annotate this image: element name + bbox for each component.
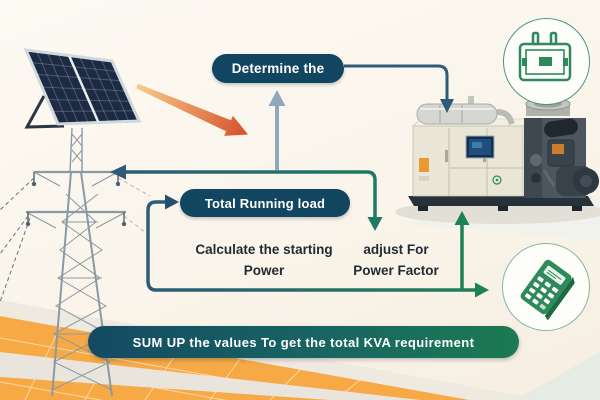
calc-starting-power-text: Calculate the starting Power [178, 239, 350, 281]
arrow-up-to-generator [454, 211, 470, 290]
calculator-icon [520, 259, 575, 321]
calc-starting-line2: Power [243, 263, 285, 278]
arrow-determine-to-generator [344, 64, 454, 113]
power-lines [0, 177, 151, 303]
arrow-tower-and-calc [110, 164, 383, 231]
sum-up-banner: SUM UP the values To get the total KVA r… [88, 326, 519, 358]
adjust-pf-line2: Power Factor [353, 263, 439, 278]
sunlight-arrow [136, 83, 248, 136]
calculator-badge [502, 243, 590, 331]
arrow-up-to-determine [268, 90, 286, 170]
arrow-loop-bottom [146, 194, 489, 298]
calc-starting-line1: Calculate the starting [195, 242, 333, 257]
step-total-running-load-label: Total Running load [204, 195, 326, 211]
adjust-power-factor-text: adjust For Power Factor [346, 239, 446, 281]
adjust-pf-line1: adjust For [363, 242, 429, 257]
insulators [25, 172, 127, 227]
power-plug-icon [518, 31, 571, 81]
diesel-generator [395, 96, 600, 224]
step-determine-pill: Determine the [212, 54, 344, 83]
power-plug-badge [503, 18, 590, 105]
flow-connectors [110, 64, 489, 298]
step-total-running-load-pill: Total Running load [180, 189, 350, 217]
transmission-tower [0, 127, 151, 397]
solar-panel [23, 48, 142, 129]
step-determine-label: Determine the [231, 61, 325, 76]
sum-up-banner-label: SUM UP the values To get the total KVA r… [132, 334, 475, 350]
